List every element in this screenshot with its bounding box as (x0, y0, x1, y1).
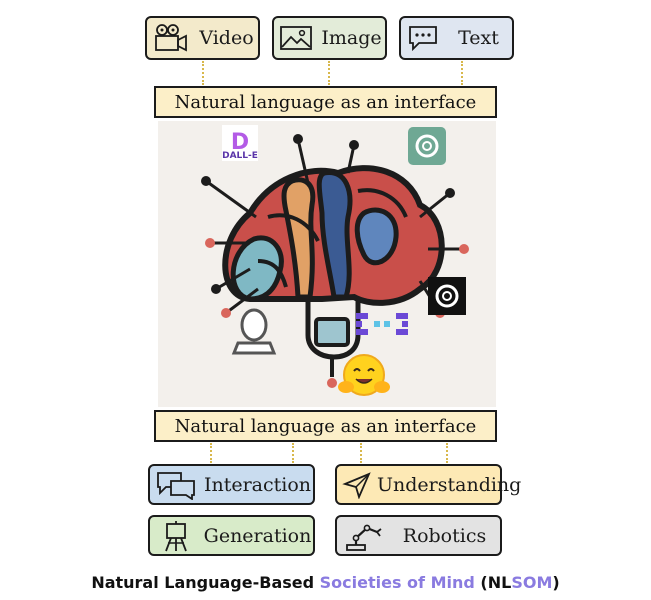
image-icon (274, 25, 318, 51)
connector-text (461, 61, 463, 85)
brain-illustration: D DALL-E (158, 121, 496, 407)
caption-part-6: ) (552, 573, 560, 592)
robot-arm-icon (337, 520, 389, 552)
interaction-box: Interaction (148, 464, 315, 505)
text-label: Text (458, 27, 499, 49)
paper-plane-icon (337, 471, 377, 499)
pixel-brackets-icon (356, 313, 408, 335)
caption-part-4: NL (487, 573, 512, 592)
connector-robotics (446, 443, 448, 463)
caption-part-3: ( (474, 573, 488, 592)
robotics-label: Robotics (402, 524, 487, 547)
figure-caption: Natural Language-Based Societies of Mind… (0, 573, 651, 592)
caption-part-1: Natural Language-Based (91, 573, 320, 592)
understanding-box: Understanding (335, 464, 521, 505)
chat-bubbles-icon (150, 470, 202, 500)
image-label: Image (321, 27, 382, 49)
robotics-box: Robotics (335, 515, 502, 556)
caption-part-5: SOM (511, 573, 553, 592)
dalle-letter: D (231, 130, 249, 155)
interface-band-bottom: Natural language as an interface (154, 410, 497, 442)
video-camera-icon (147, 23, 195, 53)
interface-band-top-label: Natural language as an interface (174, 91, 477, 113)
interaction-label: Interaction (203, 473, 312, 496)
connector-image (328, 61, 330, 85)
dalle-logo-icon: D DALL-E (222, 125, 258, 161)
connector-interaction (210, 443, 212, 463)
connector-understanding (292, 443, 294, 463)
connector-video (202, 61, 204, 85)
interface-band-top: Natural language as an interface (154, 86, 497, 118)
brain-icon (222, 165, 445, 306)
connector-generation (360, 443, 362, 463)
openai-logo-icon (408, 127, 446, 165)
interface-band-bottom-label: Natural language as an interface (174, 415, 477, 437)
openai-dark-logo-icon (428, 277, 466, 315)
hugging-face-icon (338, 354, 390, 396)
easel-icon (150, 520, 202, 552)
image-box: Image (272, 16, 387, 60)
understanding-label: Understanding (377, 473, 522, 496)
video-label: Video (199, 27, 254, 49)
speech-bubble-icon (401, 24, 445, 52)
dalle-text: DALL-E (222, 151, 258, 161)
chess-pawn-icon (231, 308, 277, 355)
caption-part-2: Societies of Mind (319, 573, 475, 592)
video-box: Video (145, 16, 260, 60)
text-box: Text (399, 16, 514, 60)
generation-box: Generation (148, 515, 315, 556)
generation-label: Generation (203, 524, 312, 547)
